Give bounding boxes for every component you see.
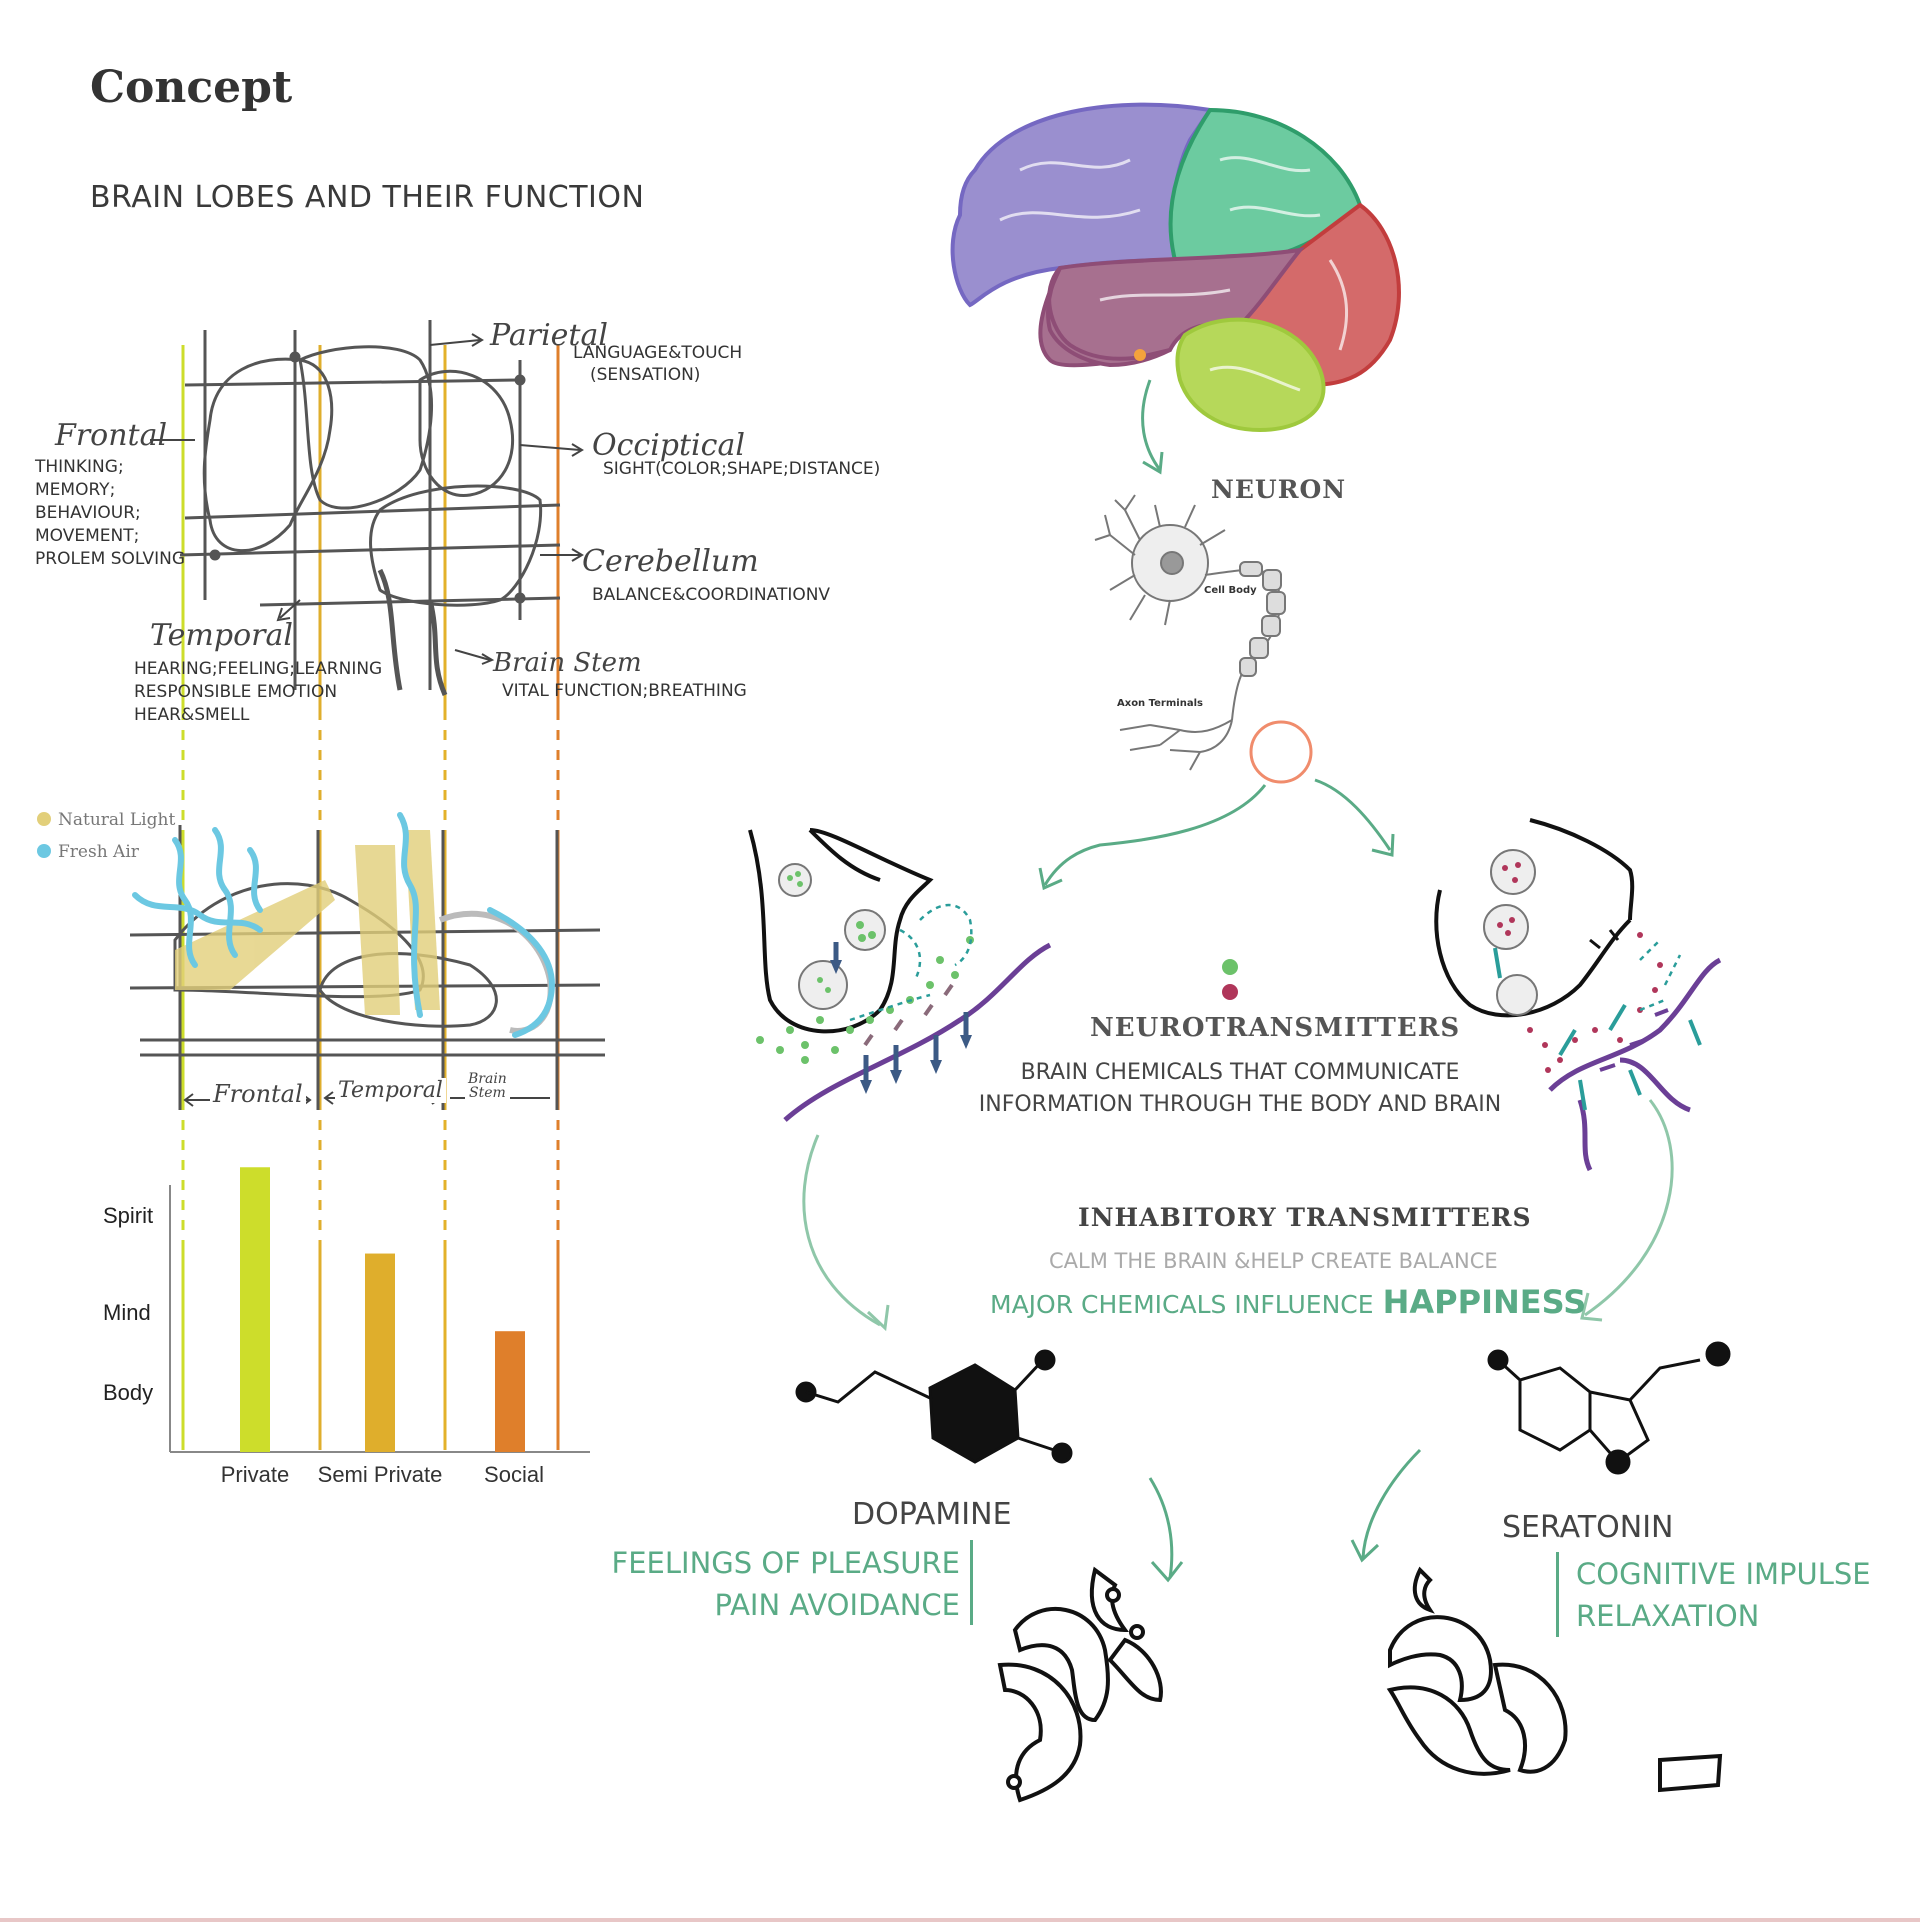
- page-title: Concept: [90, 62, 293, 113]
- neuron-title: NEURON: [1211, 475, 1347, 504]
- bottom-border: [0, 1918, 1920, 1922]
- plan-label-brainstem: Brain Stem: [465, 1072, 510, 1100]
- parietal-desc-2: (SENSATION): [590, 365, 701, 385]
- category-private: Private: [220, 1462, 290, 1487]
- brainstem-desc: VITAL FUNCTION;BREATHING: [502, 681, 747, 701]
- serotonin-name: SERATONIN: [1502, 1510, 1674, 1545]
- axon-terminals-label: Axon Terminals: [1117, 698, 1203, 709]
- dopamine-divider: [970, 1540, 973, 1625]
- serotonin-dot-legend: [1222, 984, 1238, 1000]
- bar-social: [495, 1331, 525, 1452]
- dopamine-synapse: [748, 828, 1052, 1122]
- dopamine-dot-legend: [1222, 959, 1238, 975]
- bar-semi-private: [365, 1253, 395, 1452]
- natural-light-label: Natural Light: [58, 810, 176, 830]
- inhibitory-desc: CALM THE BRAIN &HELP CREATE BALANCE: [1049, 1249, 1498, 1273]
- fresh-air-label: Fresh Air: [58, 842, 139, 862]
- page-subtitle: BRAIN LOBES AND THEIR FUNCTION: [90, 180, 645, 215]
- frontal-desc: THINKING; MEMORY; BEHAVIOUR; MOVEMENT; P…: [35, 457, 186, 569]
- y-level-mind: Mind: [103, 1300, 151, 1325]
- happiness-line: MAJOR CHEMICALS INFLUENCE HAPPINESS: [990, 1283, 1586, 1321]
- brain-illustration: [950, 102, 1401, 433]
- sketch-grid: [179, 320, 561, 696]
- lobe-label-frontal: Frontal: [55, 418, 168, 453]
- inhibitory-title: INHABITORY TRANSMITTERS: [1078, 1203, 1532, 1232]
- major-chemicals-text: MAJOR CHEMICALS INFLUENCE: [990, 1290, 1374, 1319]
- lobe-label-brainstem: Brain Stem: [493, 648, 642, 678]
- dopamine-effects: FEELINGS OF PLEASURE PAIN AVOIDANCE: [611, 1546, 960, 1622]
- lobe-label-cerebellum: Cerebellum: [582, 544, 759, 579]
- occipital-desc: SIGHT(COLOR;SHAPE;DISTANCE): [603, 459, 881, 479]
- fresh-air-swatch: [37, 844, 51, 858]
- neuron-illustration: [1094, 494, 1286, 771]
- bar-private: [240, 1167, 270, 1452]
- neurotransmitters-title: NEUROTRANSMITTERS: [1090, 1013, 1461, 1043]
- parietal-desc-1: LANGUAGE&TOUCH: [573, 343, 743, 363]
- serotonin-molecule: [1487, 1341, 1731, 1475]
- natural-light-swatch: [37, 812, 51, 826]
- dopamine-molecule: [795, 1349, 1073, 1464]
- cerebellum-desc: BALANCE&COORDINATIONV: [592, 585, 831, 605]
- plan-label-temporal: Temporal: [335, 1078, 446, 1103]
- category-social: Social: [484, 1462, 544, 1487]
- lobe-label-occipital: Occiptical: [592, 428, 745, 463]
- cell-body-label: Cell Body: [1204, 585, 1257, 596]
- dopamine-name: DOPAMINE: [852, 1497, 1012, 1532]
- lobe-label-parietal: Parietal: [490, 318, 608, 353]
- y-level-body: Body: [103, 1380, 154, 1405]
- lobe-label-temporal: Temporal: [150, 618, 293, 653]
- neurotransmitters-desc: BRAIN CHEMICALS THAT COMMUNICATE INFORMA…: [978, 1060, 1502, 1117]
- y-level-spirit: Spirit: [103, 1203, 154, 1228]
- plan-label-frontal: Frontal: [210, 1080, 306, 1108]
- serotonin-receptor: [1386, 1566, 1723, 1793]
- category-semi-private: Semi Private: [317, 1462, 443, 1487]
- serotonin-effects: COGNITIVE IMPULSE RELAXATION: [1576, 1557, 1871, 1633]
- temporal-desc: HEARING;FEELING;LEARNING RESPONSIBLE EMO…: [134, 659, 383, 725]
- serotonin-synapse: [1434, 818, 1722, 1172]
- happiness-text: HAPPINESS: [1382, 1283, 1587, 1321]
- serotonin-divider: [1556, 1552, 1559, 1637]
- synapse-highlight-circle: [1249, 720, 1313, 784]
- dopamine-receptor: [997, 1566, 1163, 1803]
